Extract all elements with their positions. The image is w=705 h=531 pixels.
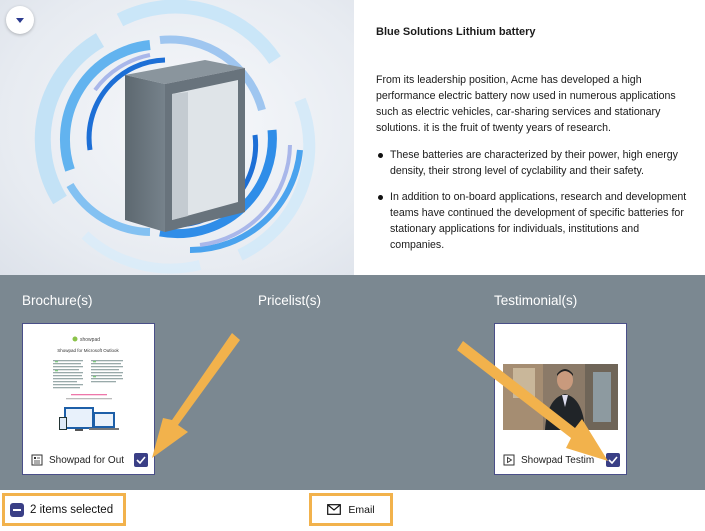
battery-illustration: [34, 0, 316, 274]
email-button-label: Email: [348, 503, 375, 516]
brochure-checkbox[interactable]: [134, 453, 148, 467]
dropdown-button[interactable]: [6, 6, 34, 34]
article-bullets: These batteries are characterized by the…: [376, 147, 694, 253]
video-preview: [503, 332, 618, 450]
minus-icon: [13, 508, 21, 511]
testimonial-card-footer: Showpad Testim: [503, 451, 620, 469]
deselect-all-checkbox[interactable]: [10, 502, 24, 517]
list-item: These batteries are characterized by the…: [378, 147, 694, 179]
section-title-testimonials: Testimonial(s): [494, 293, 578, 308]
brochure-card[interactable]: showpad Showpad for Microsoft Outlook: [22, 323, 155, 475]
testimonial-card[interactable]: Showpad Testim: [494, 323, 627, 475]
article: Blue Solutions Lithium battery From its …: [376, 24, 694, 263]
testimonial-card-label: Showpad Testim: [521, 454, 595, 466]
check-icon: [136, 456, 146, 464]
email-button[interactable]: Email: [309, 493, 393, 526]
assets-panel: Brochure(s) Pricelist(s) Testimonial(s) …: [0, 275, 705, 490]
brochure-thumbnail: showpad Showpad for Microsoft Outlook: [31, 332, 146, 450]
article-title: Blue Solutions Lithium battery: [376, 26, 536, 38]
document-preview: showpad Showpad for Microsoft Outlook: [31, 332, 146, 450]
brochure-card-label: Showpad for Out: [49, 454, 125, 466]
section-title-pricelists: Pricelist(s): [258, 293, 321, 308]
chevron-down-icon: [16, 18, 24, 23]
document-icon: [31, 454, 43, 466]
list-item: In addition to on-board applications, re…: [378, 189, 694, 253]
section-title-brochures: Brochure(s): [22, 293, 93, 308]
testimonial-checkbox[interactable]: [606, 453, 620, 467]
hero-image: [0, 0, 354, 275]
mail-icon: [327, 504, 342, 515]
selection-count: 2 items selected: [30, 503, 114, 516]
doc-brand: showpad: [80, 337, 100, 343]
testimonial-thumbnail: [503, 332, 618, 450]
check-icon: [608, 456, 618, 464]
selection-indicator: 2 items selected: [2, 493, 126, 526]
brochure-card-footer: Showpad for Out: [31, 451, 148, 469]
bottom-bar: 2 items selected Email: [0, 490, 705, 531]
article-intro: From its leadership position, Acme has d…: [376, 74, 676, 134]
play-icon: [503, 454, 515, 466]
doc-title: Showpad for Microsoft Outlook: [57, 348, 119, 353]
